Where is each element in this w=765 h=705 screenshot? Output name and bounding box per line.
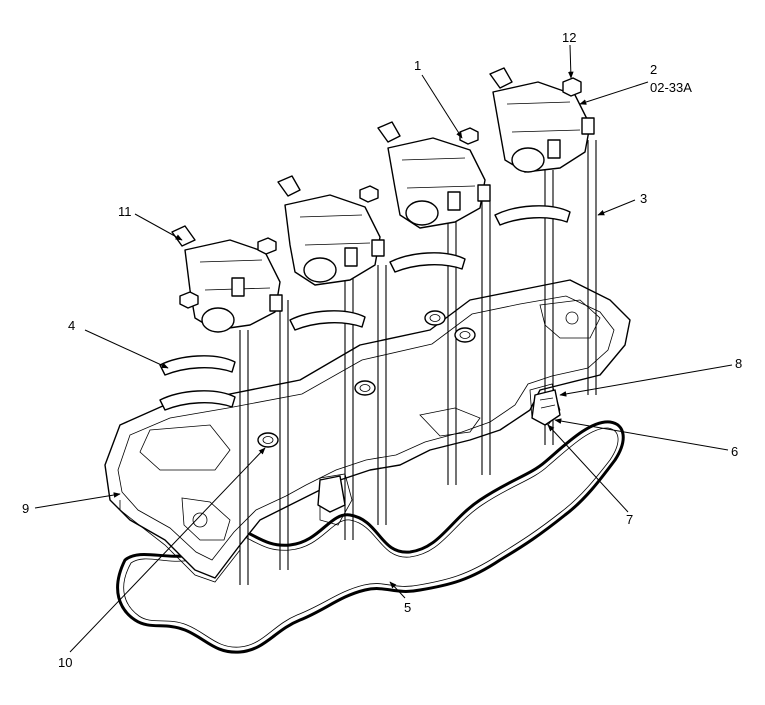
- callout-8: 8: [735, 356, 742, 371]
- callout-5: 5: [404, 600, 411, 615]
- rocker-carrier-housing: [104, 279, 631, 583]
- callout-9: 9: [22, 501, 29, 516]
- retaining-clips: [171, 67, 513, 247]
- callout-10: 10: [58, 655, 72, 670]
- callout-2: 2: [650, 62, 657, 77]
- callout-11: 11: [118, 204, 132, 219]
- callout-7: 7: [626, 512, 633, 527]
- callout-1: 1: [414, 58, 421, 73]
- valve-cover-gasket: [116, 420, 625, 654]
- callout-labels: 1 2 02-33A 3 4 5 6 7 8 9 10 11 12: [22, 30, 742, 670]
- callout-leaders: [34, 44, 733, 653]
- callout-6: 6: [731, 444, 738, 459]
- rocker-arm-assembly-4: [492, 81, 595, 173]
- callout-4: 4: [68, 318, 75, 333]
- callout-12: 12: [562, 30, 576, 45]
- figure-ref: 02-33A: [650, 80, 692, 95]
- rocker-arm-assembly-2: [284, 194, 385, 286]
- valve-bridges: [159, 205, 571, 411]
- mounting-bolts: [179, 77, 582, 309]
- injector-seals: [257, 310, 476, 448]
- wiring-connector: [317, 389, 561, 513]
- callout-3: 3: [640, 191, 647, 206]
- rocker-arm-assembly-3: [387, 137, 491, 229]
